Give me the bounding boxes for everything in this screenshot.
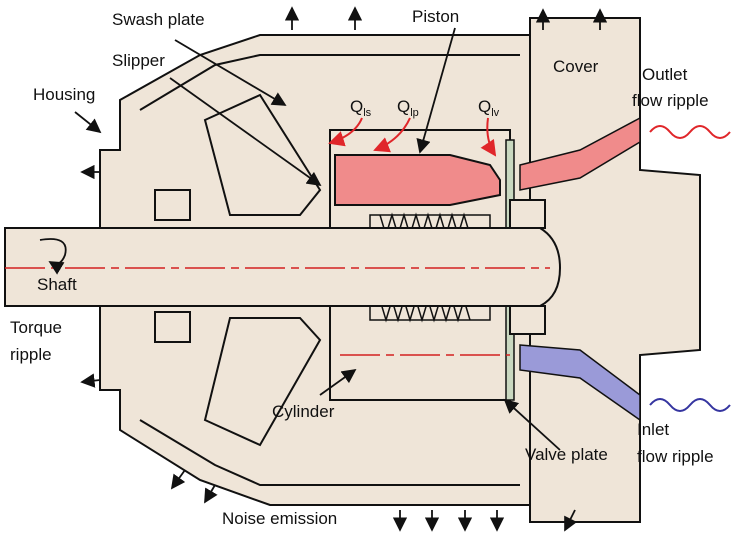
rotation-arrow-icon (39, 238, 67, 275)
shaft (4, 227, 562, 307)
valve-plate-pointer (503, 398, 561, 451)
label-noise-emission: Noise emission (222, 509, 337, 528)
inlet-channel (519, 344, 641, 422)
label-inlet: Inlet (637, 420, 669, 439)
label-valve-plate: Valve plate (525, 445, 608, 464)
swash-plate (203, 93, 322, 216)
swash-plate-lower (203, 317, 322, 447)
label-q-lv: Qlv (478, 97, 500, 119)
outlet-channel (519, 116, 641, 191)
leak-arrow-lv (480, 117, 497, 157)
bearing-rear-bottom (509, 305, 546, 335)
cylinder-pointer (319, 368, 357, 396)
label-torque-ripple: ripple (10, 345, 52, 364)
leak-arrow-lp (373, 117, 411, 153)
label-cylinder: Cylinder (272, 402, 335, 421)
leak-arrow-ls (328, 117, 363, 147)
label-q-lp: Qlp (397, 97, 419, 119)
bearing-rear-top (509, 199, 546, 229)
piston (334, 154, 501, 206)
label-piston: Piston (412, 7, 459, 26)
inlet-ripple-wave (649, 398, 731, 412)
label-shaft: Shaft (37, 275, 77, 294)
housing-inner-wall (139, 54, 520, 486)
label-housing: Housing (33, 85, 95, 104)
label-cover: Cover (553, 57, 599, 76)
slipper-pointer (169, 77, 322, 187)
housing-pointer (74, 111, 102, 134)
label-slipper: Slipper (112, 51, 165, 70)
label-outlet: Outlet (642, 65, 688, 84)
bearing-front-top (154, 189, 191, 221)
label-q-ls: Qls (350, 97, 372, 119)
label-outlet-flow-ripple: flow ripple (632, 91, 709, 110)
label-torque: Torque (10, 318, 62, 337)
swash-plate-pointer (174, 39, 287, 106)
piston-pointer (416, 27, 456, 154)
label-swash-plate: Swash plate (112, 10, 205, 29)
label-inlet-flow-ripple: flow ripple (637, 447, 714, 466)
bearing-front-bottom (154, 311, 191, 343)
noise-arrows (80, 6, 608, 532)
outlet-ripple-wave (649, 125, 731, 139)
